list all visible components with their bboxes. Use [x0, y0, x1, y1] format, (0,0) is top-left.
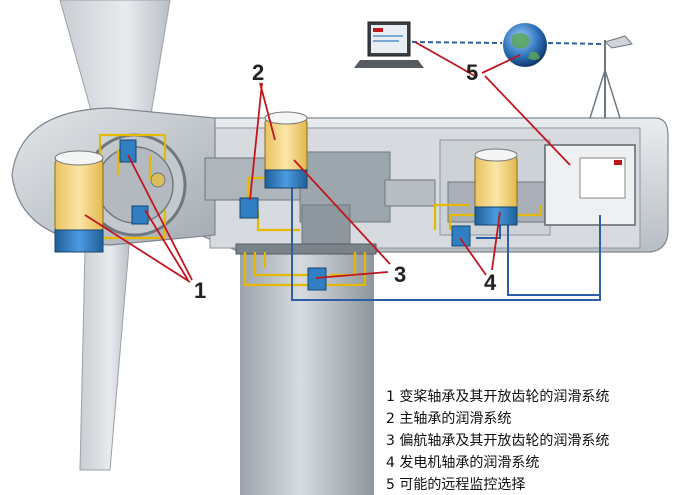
- distributor-yaw: [307, 267, 327, 291]
- remote-link-globe-mast: [547, 42, 604, 45]
- mast-strut2: [604, 69, 621, 119]
- callout-2: 2: [252, 60, 264, 85]
- tower: [240, 250, 374, 495]
- legend-item-5: 5 可能的远程监控选择: [386, 477, 525, 493]
- pitch-gear-small: [150, 172, 166, 188]
- callout-4: 4: [484, 270, 497, 295]
- mast-strut: [589, 69, 606, 119]
- distributor-pitch-a: [119, 139, 137, 163]
- callout-lines: [84, 41, 571, 283]
- lube-lines: [98, 133, 542, 287]
- legend: 1 变桨轴承及其开放齿轮的润滑系统 2 主轴承的润滑系统 3 偏航轴承及其开放齿…: [386, 388, 609, 493]
- callout-5: 5: [466, 60, 478, 85]
- reservoir-generator: [474, 148, 518, 226]
- legend-item-1: 1 变桨轴承及其开放齿轮的润滑系统: [386, 388, 609, 405]
- distributor-generator: [451, 225, 471, 247]
- blade-bottom: [79, 234, 131, 471]
- remote-link-laptop-globe: [411, 41, 503, 44]
- globe-icon: [503, 23, 547, 67]
- legend-item-3: 3 偏航轴承及其开放齿轮的润滑系统: [386, 432, 609, 449]
- distributor-main: [239, 197, 259, 219]
- signal-lines: [291, 182, 601, 301]
- coupling: [384, 179, 436, 207]
- laptop-icon: [354, 21, 424, 68]
- callout-3: 3: [394, 262, 406, 287]
- distributor-pitch-b: [131, 205, 149, 225]
- callout-1: 1: [194, 278, 206, 303]
- legend-item-4: 4 发电机轴承的润滑系统: [386, 454, 539, 471]
- wind-vane: [603, 35, 633, 49]
- legend-item-2: 2 主轴承的润滑系统: [386, 410, 511, 427]
- reservoir-main-bearing: [264, 111, 308, 189]
- control-indicator: [614, 160, 622, 165]
- reservoir-pitch: [54, 150, 104, 253]
- blade-top: [59, 0, 171, 126]
